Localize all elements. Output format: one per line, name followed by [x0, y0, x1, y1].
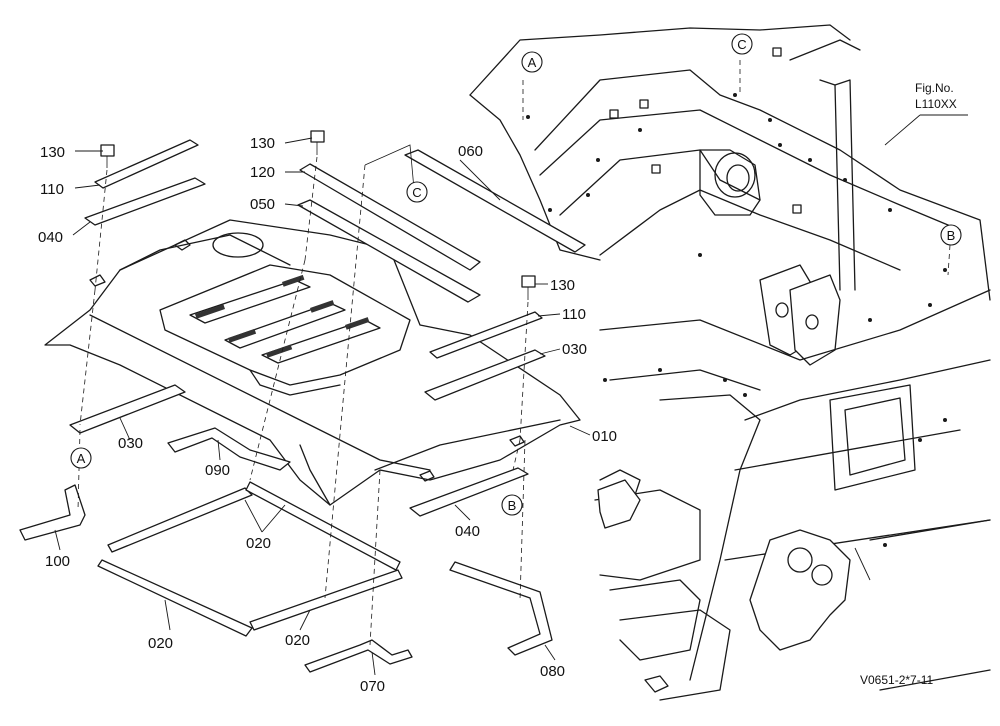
plate-030-left — [69, 384, 186, 434]
label-020-top: 020 — [246, 535, 271, 552]
bolt-130-left — [100, 144, 115, 168]
svg-text:B: B — [508, 498, 517, 513]
seal-100 — [19, 484, 86, 541]
label-020-bottom-right: 020 — [285, 632, 310, 649]
strip-060 — [404, 149, 586, 253]
marker-c-left: C — [406, 181, 428, 203]
assembly-lines — [77, 60, 951, 646]
label-030-right: 030 — [562, 341, 587, 358]
leader-lines — [54, 114, 968, 676]
label-090: 090 — [205, 462, 230, 479]
svg-text:C: C — [412, 185, 421, 200]
marker-a-bottom: A — [70, 447, 92, 469]
marker-b-right: B — [940, 224, 962, 246]
strip-120 — [299, 163, 481, 271]
plate-040-bottom — [409, 467, 529, 517]
plate-030-right — [424, 349, 546, 401]
label-130-centre: 130 — [250, 135, 275, 152]
part-labels: 130 110 040 130 120 050 060 130 110 030 … — [38, 135, 617, 695]
marker-a-top: A — [521, 51, 543, 73]
label-010: 010 — [592, 428, 617, 445]
plate-110-left — [94, 139, 199, 189]
svg-text:A: A — [528, 55, 537, 70]
label-110-left: 110 — [40, 181, 64, 198]
label-130-left: 130 — [40, 144, 65, 161]
seal-020-bottom-left — [97, 559, 253, 637]
seal-020-top — [107, 481, 401, 571]
label-030-left: 030 — [118, 435, 143, 452]
drawing-code: V0651-2*7-11 — [860, 673, 933, 687]
label-040-top: 040 — [38, 229, 63, 246]
svg-text:C: C — [737, 37, 746, 52]
floor-panel-010 — [44, 219, 581, 506]
machine-frame — [469, 24, 991, 701]
bolt-130-right — [521, 275, 536, 300]
seal-070 — [304, 639, 413, 673]
reference-markers: A C C B A B — [70, 33, 962, 516]
seal-080 — [449, 561, 553, 656]
label-040-bottom: 040 — [455, 523, 480, 540]
strip-050 — [297, 199, 481, 303]
seal-090 — [167, 427, 291, 471]
plate-040-top — [84, 177, 206, 226]
label-110-right: 110 — [562, 306, 586, 323]
label-050: 050 — [250, 196, 275, 213]
bolt-130-centre — [310, 130, 325, 155]
label-080: 080 — [540, 663, 565, 680]
plate-110-right — [429, 311, 543, 359]
marker-b-bottom: B — [501, 494, 523, 516]
label-060: 060 — [458, 143, 483, 160]
marker-c-top: C — [731, 33, 753, 55]
svg-text:B: B — [947, 228, 956, 243]
svg-text:A: A — [77, 451, 86, 466]
label-120: 120 — [250, 164, 275, 181]
figure-reference: Fig.No. L110XX — [915, 81, 957, 111]
label-020-bottom-left: 020 — [148, 635, 173, 652]
fig-no-label: Fig.No. — [915, 81, 954, 95]
seal-020-bottom-right — [249, 569, 403, 631]
fig-no-value: L110XX — [915, 97, 957, 111]
label-130-right: 130 — [550, 277, 575, 294]
label-070: 070 — [360, 678, 385, 695]
label-100: 100 — [45, 553, 70, 570]
